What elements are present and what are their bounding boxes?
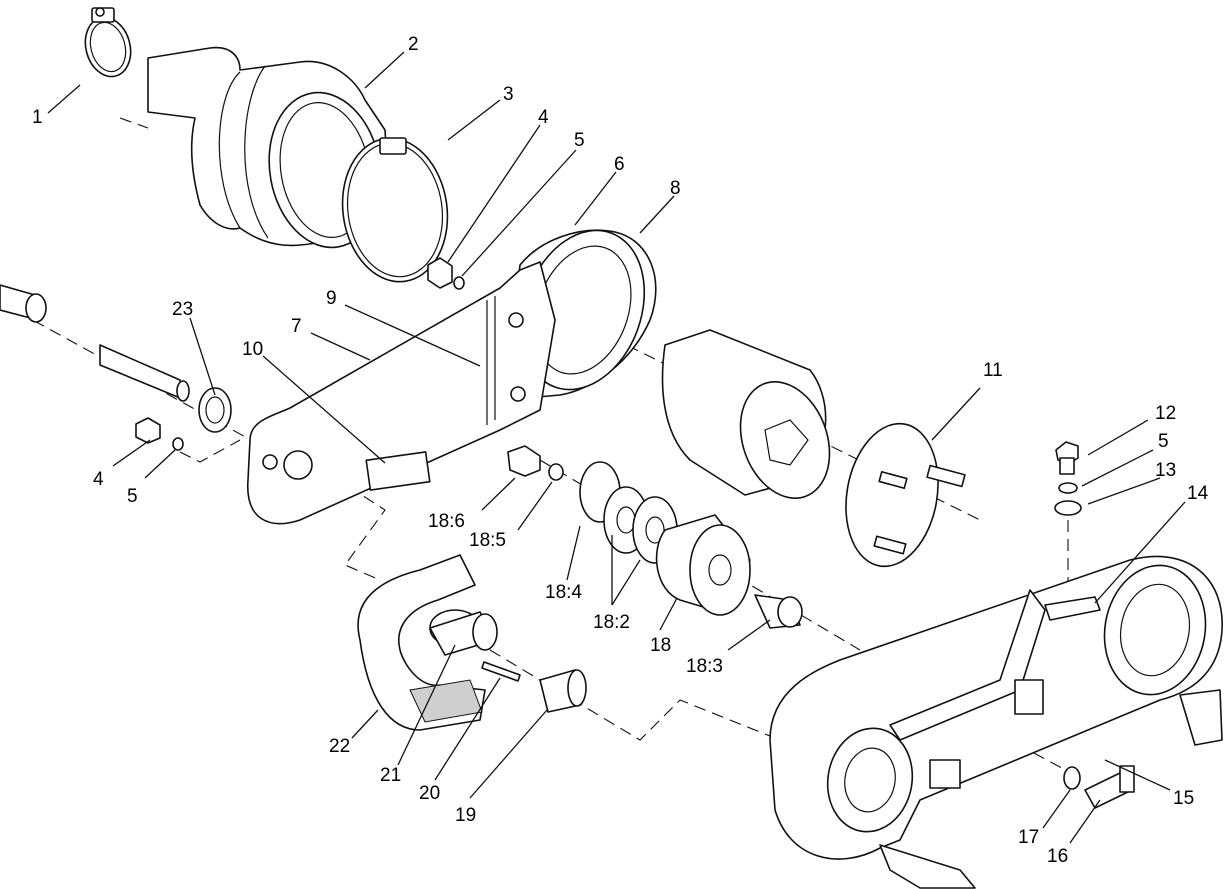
bolt-lower-left — [135, 417, 184, 451]
drive-gear-assembly — [661, 329, 966, 568]
callout-16: 16 — [1047, 846, 1068, 867]
hose-clamp-small — [84, 7, 132, 78]
callout-18-6: 18:6 — [428, 511, 465, 532]
callout-18: 18 — [650, 635, 671, 656]
arm-plate — [247, 261, 556, 525]
callout-18-4: 18:4 — [545, 582, 582, 603]
callout-labels: 1 2 3 4 5 6 8 9 7 23 10 4 5 11 12 5 13 1… — [32, 34, 1209, 867]
callout-22: 22 — [329, 736, 350, 757]
callout-1: 1 — [32, 107, 43, 128]
callout-20: 20 — [419, 783, 440, 804]
callout-9: 9 — [326, 288, 337, 309]
callout-11: 11 — [983, 360, 1003, 381]
callout-17: 17 — [1018, 827, 1039, 848]
leader-lines — [47, 51, 1186, 844]
callout-5-lower: 5 — [127, 486, 138, 507]
callout-12: 12 — [1155, 403, 1176, 424]
bolt-stack-right — [1054, 441, 1082, 516]
callout-15: 15 — [1173, 788, 1194, 809]
callout-2: 2 — [408, 34, 419, 55]
callout-13: 13 — [1155, 460, 1176, 481]
callout-8: 8 — [670, 178, 681, 199]
key-pin — [481, 661, 521, 682]
callout-4-upper: 4 — [538, 107, 549, 128]
bolt-lower-right — [1063, 765, 1135, 809]
main-gear-housing — [769, 555, 1223, 889]
bracket-strip — [1044, 596, 1101, 621]
callout-14: 14 — [1187, 483, 1209, 504]
callout-18-5: 18:5 — [469, 530, 506, 551]
callout-18-2: 18:2 — [593, 612, 630, 633]
shaft-and-seal — [0, 284, 232, 433]
callout-23: 23 — [172, 299, 193, 320]
callout-10: 10 — [242, 339, 263, 360]
bushing — [539, 669, 587, 713]
callout-4-lower: 4 — [93, 469, 104, 490]
belt-and-pulley — [357, 554, 498, 731]
callout-18-3: 18:3 — [686, 656, 723, 677]
callout-7: 7 — [291, 316, 302, 337]
callout-5-upper: 5 — [574, 130, 585, 151]
callout-3: 3 — [503, 84, 514, 105]
callout-5-right: 5 — [1158, 431, 1169, 452]
callout-19: 19 — [455, 805, 476, 826]
bolt-upper — [427, 257, 465, 290]
callout-6: 6 — [614, 154, 625, 175]
idler-roller-assembly — [507, 445, 803, 629]
hose-clamp-large — [341, 137, 449, 283]
callout-21: 21 — [380, 765, 401, 786]
